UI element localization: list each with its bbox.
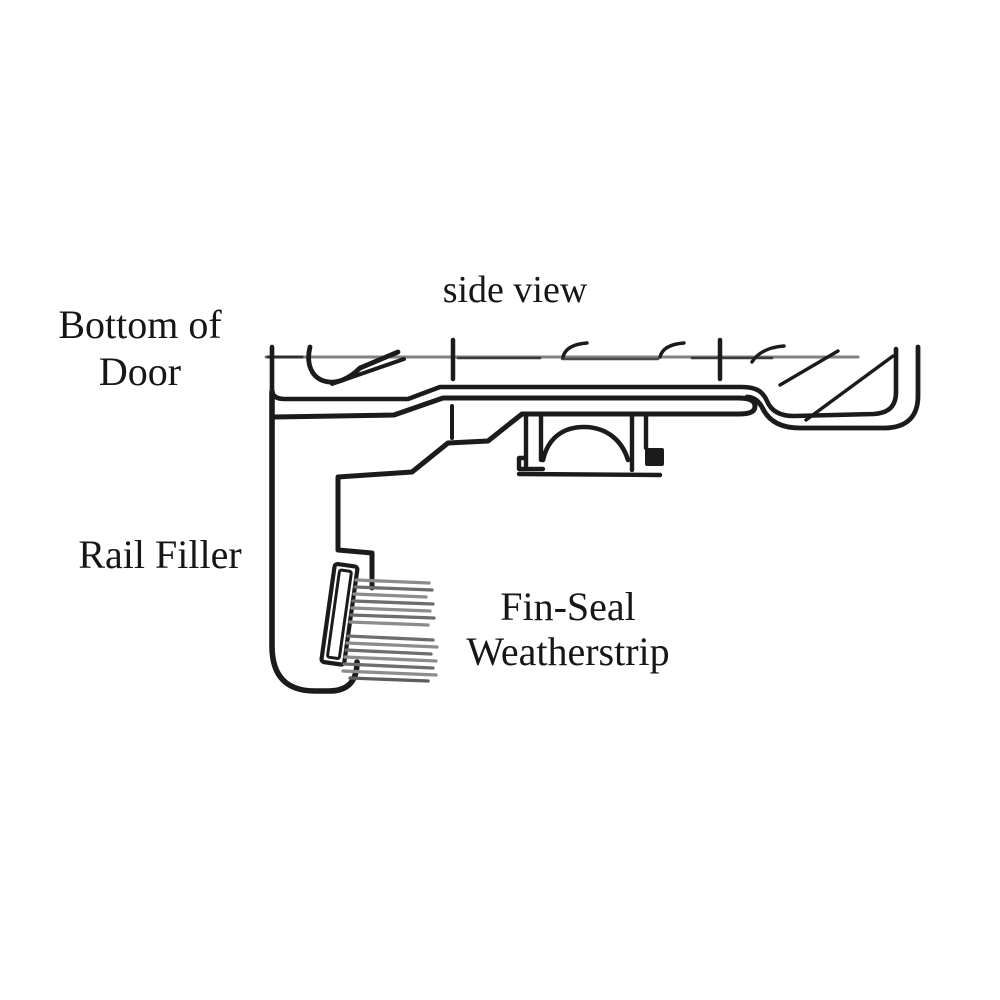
left-hook-flap-line	[330, 357, 406, 386]
label-bottom-of-door-line1: Bottom of	[58, 302, 222, 347]
bristle	[346, 634, 435, 642]
rail-filler-inner-contour	[271, 395, 758, 591]
roller-arch	[540, 424, 631, 463]
label-fin-seal-weatherstrip: Fin-Seal Weatherstrip	[423, 584, 713, 674]
bristle	[348, 620, 430, 627]
holder-inner-plate	[326, 568, 353, 660]
label-bottom-of-door: Bottom of Door	[25, 301, 255, 395]
centerline-ticks	[450, 337, 723, 440]
label-bottom-of-door-line2: Door	[98, 349, 182, 394]
roller-right-foot	[645, 448, 664, 466]
hatch-flick	[750, 344, 786, 364]
hatch-diagonal	[778, 349, 840, 387]
label-fin-seal-line1: Fin-Seal	[500, 584, 636, 629]
bristle	[344, 648, 433, 656]
bristle	[352, 592, 428, 599]
door-bottom-profile	[269, 344, 921, 431]
bristle	[349, 613, 436, 620]
hatch-diagonal	[804, 354, 895, 422]
roller	[516, 411, 664, 478]
hatch-flick	[561, 341, 589, 359]
bristle	[342, 662, 435, 670]
bristle	[341, 669, 438, 677]
bristle	[354, 578, 431, 585]
bristle	[350, 606, 432, 613]
skin-inner-contour	[269, 344, 899, 419]
left-hook-curve	[306, 344, 401, 385]
roller-left-foot	[516, 455, 546, 472]
hatch-marks	[561, 341, 895, 422]
label-side-view: side view	[442, 269, 588, 311]
bristle	[351, 599, 435, 606]
label-rail-filler: Rail Filler	[78, 532, 242, 577]
bristle	[343, 655, 438, 663]
roller-bottom-line	[516, 471, 663, 478]
bristle	[345, 641, 439, 649]
bristle	[348, 676, 430, 683]
hatch-flick	[658, 341, 686, 359]
label-fin-seal-line2: Weatherstrip	[466, 629, 670, 674]
fin-seal-bristles	[341, 578, 439, 683]
skin-outer-right-hook	[744, 344, 921, 431]
bristle	[353, 585, 434, 592]
